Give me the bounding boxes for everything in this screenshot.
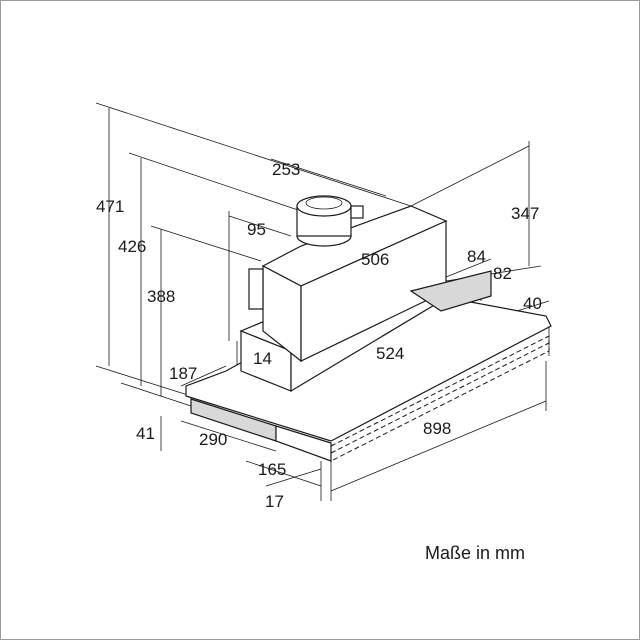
dim-165: 165 (258, 460, 286, 479)
dim-95: 95 (247, 220, 266, 239)
units-caption: Maße in mm (425, 543, 526, 563)
dim-388: 388 (147, 287, 175, 306)
dim-290: 290 (199, 430, 227, 449)
dim-14: 14 (253, 349, 272, 368)
dim-41: 41 (136, 424, 155, 443)
dimension-labels: 471 426 388 253 95 506 347 84 82 40 14 5… (96, 160, 542, 511)
dim-506: 506 (361, 250, 389, 269)
dim-84: 84 (467, 247, 486, 266)
dim-40: 40 (523, 294, 542, 313)
dim-898: 898 (423, 419, 451, 438)
dim-82: 82 (493, 264, 512, 283)
dim-17: 17 (265, 492, 284, 511)
dim-347: 347 (511, 204, 539, 223)
dim-426: 426 (118, 237, 146, 256)
dim-253: 253 (272, 160, 300, 179)
hood-body (185, 195, 552, 462)
dim-471: 471 (96, 197, 124, 216)
dim-187: 187 (169, 364, 197, 383)
dimension-lines (95, 102, 550, 501)
dim-524: 524 (376, 344, 404, 363)
